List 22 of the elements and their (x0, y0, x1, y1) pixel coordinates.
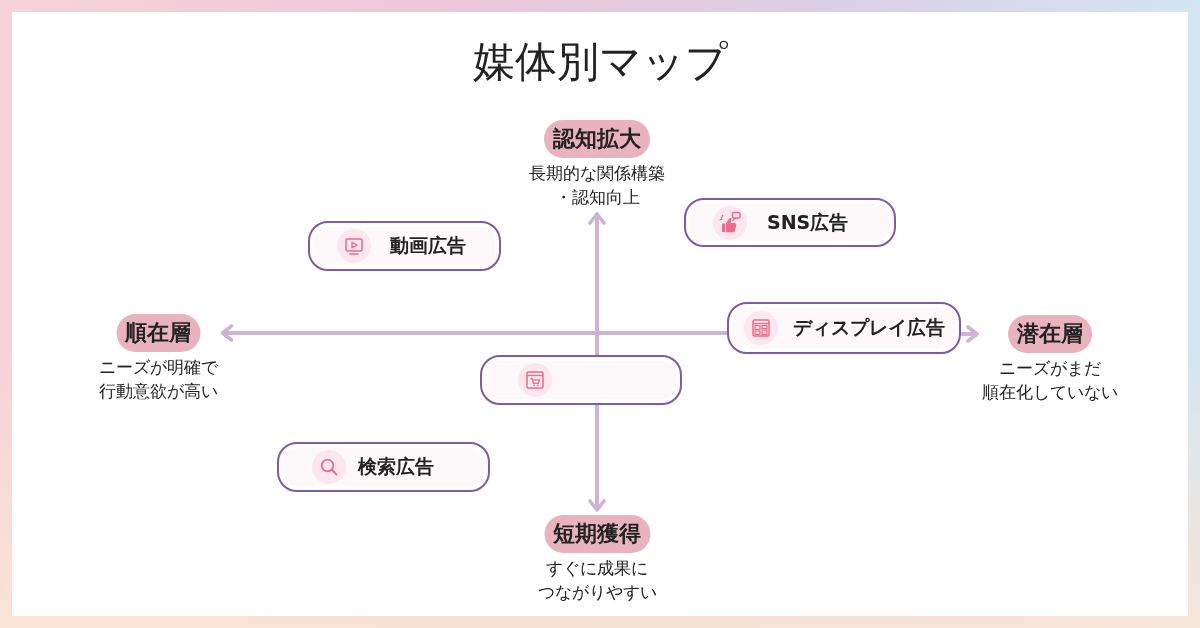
axis-arrow (220, 324, 727, 342)
axis-end-label: 順在層 (116, 314, 200, 352)
ad-type-label: ディスプレイ広告 (793, 315, 945, 340)
axis-end-label: 短期獲得 (544, 515, 650, 553)
axis-end-description: ニーズが明確で行動意欲が高い (98, 356, 218, 403)
axis-arrow (961, 325, 979, 343)
axis-end-description: ニーズがまだ順在化していない (982, 357, 1118, 404)
axis-arrow (588, 405, 606, 512)
ad-type-label: SNS広告 (767, 209, 849, 235)
axis-end-label: 認知拡大 (544, 120, 650, 158)
ad-type-label: 動画広告 (390, 233, 466, 258)
ad-type-card (684, 198, 896, 247)
axis-arrow (588, 212, 606, 355)
axis-end-description: 長期的な関係構築・認知向上 (529, 162, 665, 209)
ad-type-card (308, 221, 501, 271)
ad-type-card (277, 442, 490, 492)
axis-end-label: 潜在層 (1008, 315, 1092, 353)
axis-end-description: すぐに成果につながりやすい (537, 557, 657, 604)
diagram-title: 媒体別マップ (472, 36, 728, 88)
ad-type-card (727, 302, 961, 354)
ad-type-card (480, 355, 682, 405)
ad-type-label: 検索広告 (358, 454, 434, 479)
